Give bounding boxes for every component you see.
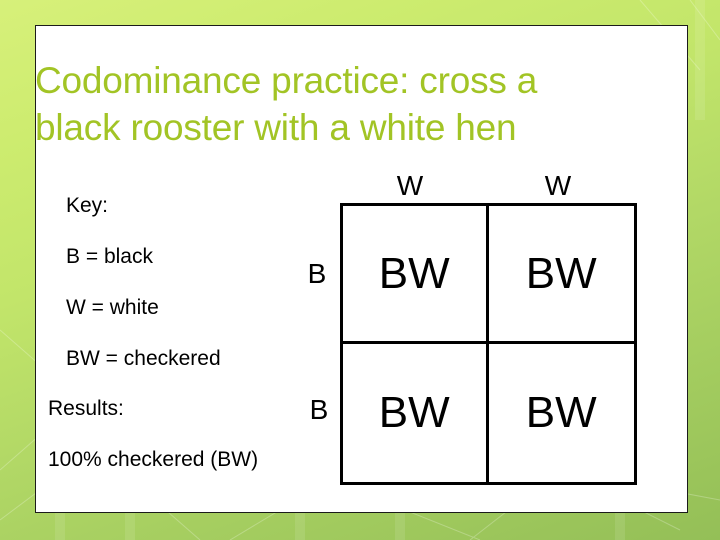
key-heading: Key: — [66, 194, 109, 217]
key-item-white: W = white — [66, 296, 159, 319]
results-heading: Results: — [48, 397, 124, 420]
punnett-row-header-0: B — [307, 258, 327, 289]
punnett-square-grid: BW BW BW BW — [340, 203, 637, 485]
key-item-checkered: BW = checkered — [66, 347, 221, 370]
key-item-black: B = black — [66, 245, 153, 268]
punnett-row-header-1: B — [309, 394, 329, 425]
punnett-cell-0-0: BW — [343, 206, 489, 344]
slide-title: Codominance practice: cross a black roos… — [35, 59, 538, 148]
slide-content-panel: Codominance practice: cross a black roos… — [35, 25, 688, 513]
punnett-cell-1-0: BW — [343, 344, 489, 482]
punnett-cell-0-1: BW — [488, 206, 634, 344]
results-value: 100% checkered (BW) — [48, 448, 259, 471]
punnett-cell-1-1: BW — [525, 388, 597, 437]
punnett-column-header-0: W — [396, 170, 424, 201]
punnett-column-header-1: W — [544, 170, 572, 201]
